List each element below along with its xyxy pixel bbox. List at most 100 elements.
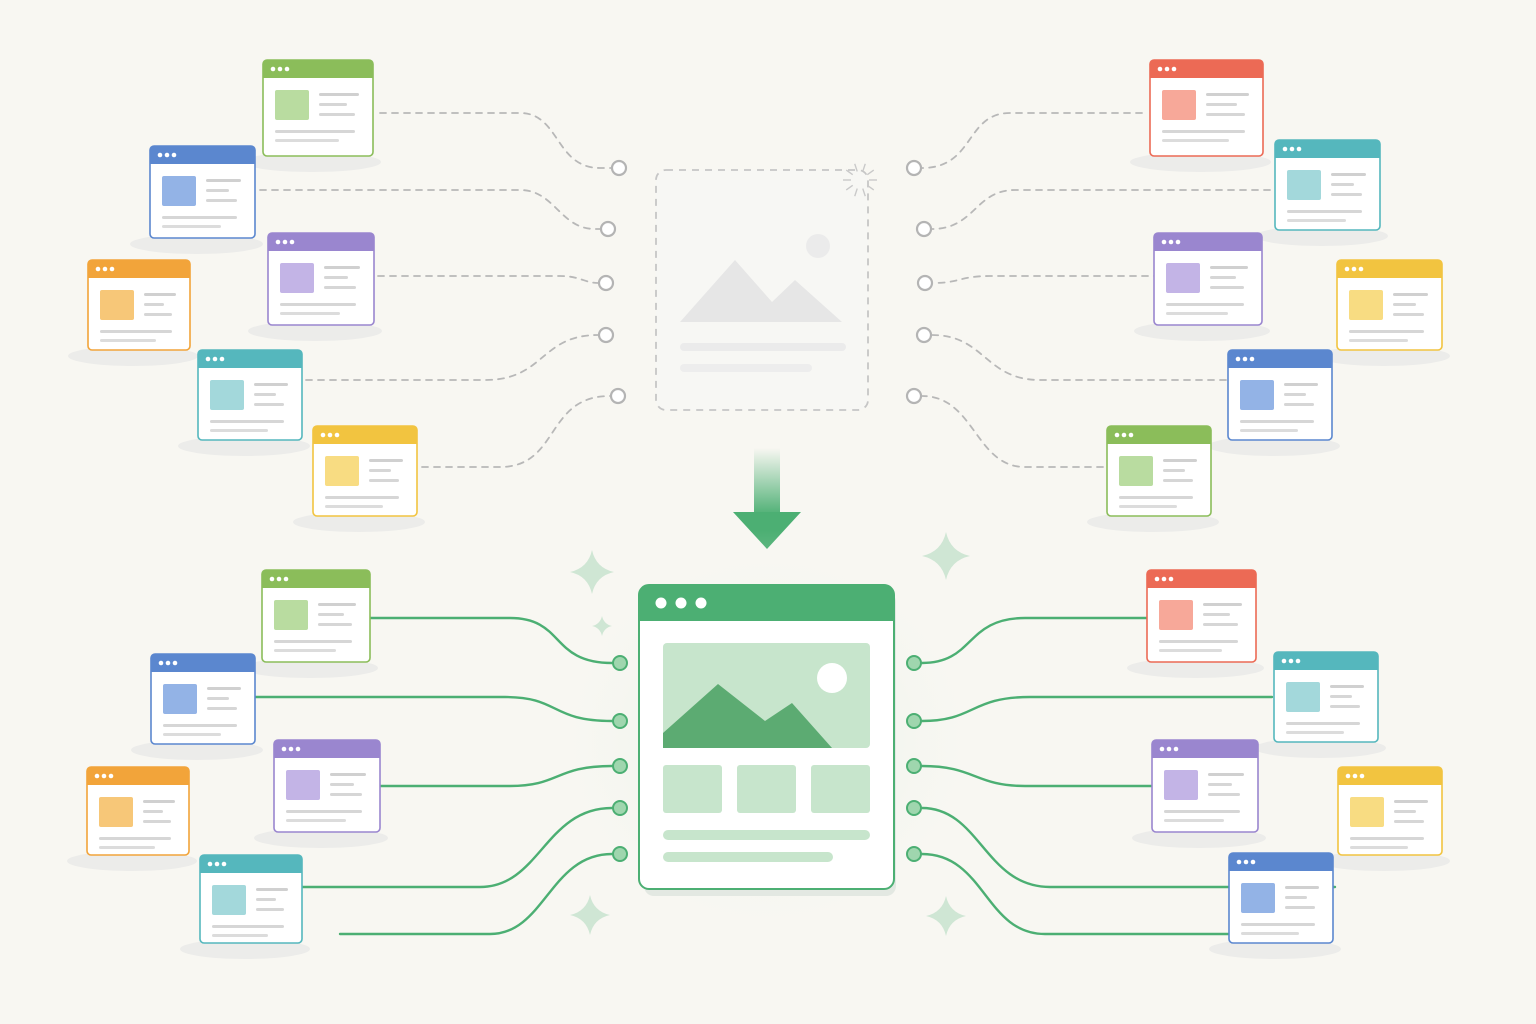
dashed-line	[379, 112, 613, 169]
sparkle-icon	[570, 550, 614, 594]
dashed-line	[305, 334, 599, 381]
card-shadow	[130, 234, 263, 254]
bottom-right-window-card[interactable]	[1127, 569, 1264, 678]
card-text-line	[324, 276, 348, 279]
solid-line	[368, 616, 614, 665]
top-left-window-card[interactable]	[243, 59, 381, 172]
top-right-window-card[interactable]	[1134, 232, 1270, 341]
window-dot-icon	[157, 152, 163, 158]
burst-ray	[862, 188, 866, 197]
connector-top-left-5	[421, 387, 627, 468]
top-left-window-card[interactable]	[248, 232, 382, 341]
card-text-line	[1330, 685, 1364, 688]
window-dot-icon	[95, 266, 101, 272]
top-right-window-card[interactable]	[1130, 59, 1271, 172]
card-text-line	[206, 189, 229, 192]
card-thumbnail	[1164, 770, 1198, 800]
card-titlebar	[1337, 260, 1442, 278]
window-dot-icon	[320, 432, 326, 438]
connector-port	[905, 159, 923, 177]
bottom-right-window-card[interactable]	[1254, 651, 1386, 758]
top-left-window-card[interactable]	[68, 259, 198, 366]
placeholder-text-bar	[680, 343, 846, 351]
card-text-line	[275, 139, 339, 142]
result-window[interactable]	[638, 584, 896, 896]
card-shadow	[1087, 512, 1219, 532]
card-text-line	[206, 179, 241, 182]
card-text-line	[1163, 479, 1193, 482]
top-right-window-card[interactable]	[1208, 349, 1340, 456]
card-text-line	[318, 613, 344, 616]
card-text-line	[1394, 800, 1428, 803]
solid-line	[920, 616, 1149, 665]
sparkle-icon	[570, 895, 610, 935]
content-tile	[663, 765, 722, 813]
card-text-line	[254, 383, 288, 386]
card-text-line	[99, 837, 171, 840]
connector-port	[597, 274, 615, 292]
bottom-right-window-card[interactable]	[1209, 852, 1341, 959]
bottom-left-window-card[interactable]	[67, 766, 197, 871]
window-dot-icon	[276, 576, 282, 582]
card-text-line	[207, 707, 237, 710]
card-titlebar	[1154, 233, 1262, 251]
solid-line	[300, 806, 614, 889]
card-text-line	[1349, 330, 1424, 333]
window-dot-icon	[214, 861, 220, 867]
card-titlebar	[1338, 767, 1442, 785]
card-text-line	[1285, 896, 1307, 899]
card-text-line	[1119, 496, 1193, 499]
connector-bottom-left-4	[300, 800, 628, 889]
card-text-line	[1284, 393, 1306, 396]
top-right-window-card[interactable]	[1317, 259, 1450, 366]
window-dot-icon	[282, 239, 288, 245]
top-left-window-card[interactable]	[130, 145, 263, 254]
window-dot-icon	[207, 861, 213, 867]
connector-port	[597, 326, 615, 344]
connector-port	[906, 846, 922, 862]
card-text-line	[1210, 276, 1236, 279]
card-thumbnail	[1287, 170, 1321, 200]
dashed-line	[921, 112, 1143, 169]
card-text-line	[1394, 820, 1424, 823]
card-text-line	[212, 934, 268, 937]
window-dot-icon	[277, 66, 283, 72]
card-text-line	[143, 820, 171, 823]
window-dot-icon	[1358, 266, 1364, 272]
connector-port	[915, 326, 933, 344]
source-placeholder[interactable]	[655, 163, 877, 411]
top-left-window-card[interactable]	[178, 349, 310, 456]
bottom-right-window-card[interactable]	[1132, 739, 1266, 848]
card-text-line	[369, 459, 403, 462]
top-right-window-card[interactable]	[1255, 139, 1388, 246]
bottom-left-window-card[interactable]	[254, 739, 388, 848]
card-titlebar	[150, 146, 255, 164]
solid-line	[920, 852, 1230, 936]
window-dot-icon	[1154, 576, 1160, 582]
card-text-line	[1203, 623, 1238, 626]
connector-top-right-3	[916, 274, 1161, 292]
window-dot-icon	[1345, 773, 1351, 779]
bottom-left-window-card[interactable]	[131, 653, 263, 760]
top-right-window-card[interactable]	[1087, 425, 1219, 532]
card-text-line	[1208, 773, 1244, 776]
dashed-line	[377, 275, 599, 284]
top-left-window-card[interactable]	[293, 425, 425, 532]
card-text-line	[1166, 312, 1228, 315]
window-dot-icon	[1296, 146, 1302, 152]
card-thumbnail	[274, 600, 308, 630]
bottom-left-window-card[interactable]	[242, 569, 378, 678]
card-thumbnail	[325, 456, 359, 486]
card-titlebar	[1150, 60, 1263, 78]
card-thumbnail	[1162, 90, 1196, 120]
card-text-line	[330, 773, 366, 776]
card-text-line	[369, 479, 399, 482]
window-dot-icon	[655, 597, 667, 609]
card-shadow	[1127, 658, 1264, 678]
bottom-left-window-card[interactable]	[180, 854, 310, 959]
window-dot-icon	[1121, 432, 1127, 438]
bottom-right-window-card[interactable]	[1318, 766, 1450, 871]
card-thumbnail	[100, 290, 134, 320]
connector-port	[599, 220, 617, 238]
